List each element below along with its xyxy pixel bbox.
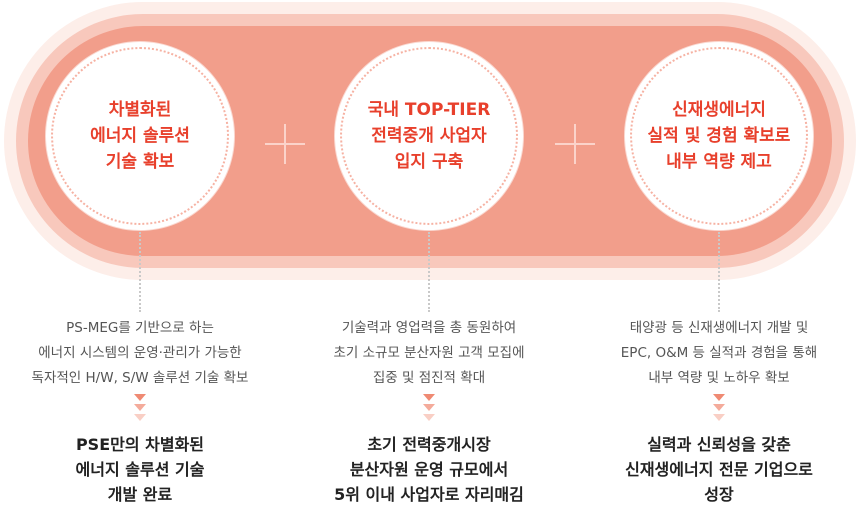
circle-technology: 차별화된 에너지 솔루션 기술 확보: [46, 42, 234, 230]
triple-chevron-down-icon: [130, 394, 150, 424]
dotted-connector: [428, 232, 430, 312]
dotted-connector: [718, 232, 720, 312]
circle-renewable: 신재생에너지 실적 및 경험 확보로 내부 역량 제고: [625, 42, 813, 230]
description-position: 기술력과 영업력을 총 동원하여 초기 소규모 분산자원 고객 모집에 집중 및…: [333, 320, 525, 386]
result-renewable: 실력과 신뢰성을 갖춘 신재생에너지 전문 기업으로 성장: [625, 435, 813, 504]
plus-icon: [555, 124, 595, 164]
plus-icon: [265, 124, 305, 164]
result-position: 초기 전력중개시장 분산자원 운영 규모에서 5위 이내 사업자로 자리매김: [334, 435, 524, 504]
circle-technology-label: 차별화된 에너지 솔루션 기술 확보: [90, 100, 190, 172]
description-technology: PS-MEG를 기반으로 하는 에너지 시스템의 운영·관리가 가능한 독자적인…: [31, 320, 249, 386]
circle-position: 국내 TOP-TIER 전력중개 사업자 입지 구축: [335, 42, 523, 230]
description-renewable: 태양광 등 신재생에너지 개발 및 EPC, O&M 등 실적과 경험을 통해 …: [620, 320, 818, 386]
result-technology: PSE만의 차별화된 에너지 솔루션 기술 개발 완료: [75, 435, 205, 504]
circle-renewable-label: 신재생에너지 실적 및 경험 확보로 내부 역량 제고: [647, 100, 791, 172]
circle-position-label: 국내 TOP-TIER 전력중개 사업자 입지 구축: [367, 100, 491, 172]
dotted-connector: [139, 232, 141, 312]
triple-chevron-down-icon: [419, 394, 439, 424]
triple-chevron-down-icon: [709, 394, 729, 424]
